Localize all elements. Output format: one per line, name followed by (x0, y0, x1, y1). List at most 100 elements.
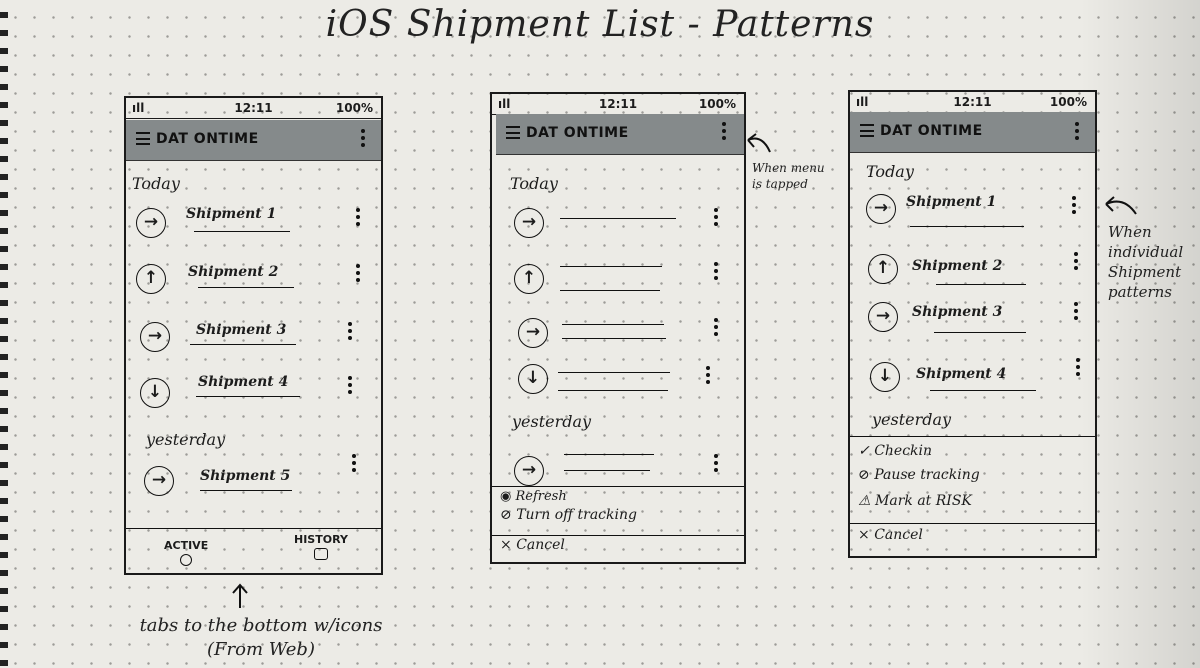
shipment-row[interactable]: → Shipment 3 (850, 296, 1095, 352)
row-menu-icon[interactable] (1074, 302, 1078, 323)
phone-sketch-tabs: ıll 12:11 100% DAT ONTIME Today → Shipme… (124, 96, 383, 575)
placeholder-row[interactable]: ↑ (492, 258, 744, 314)
refresh-icon: ◉ (500, 489, 516, 504)
notebook-binding (0, 0, 8, 668)
overflow-menu-icon[interactable] (722, 122, 726, 143)
menu-item-refresh[interactable]: ◉ Refresh (500, 489, 567, 504)
divider (492, 535, 744, 536)
shipment-row[interactable]: → Shipment 5 (126, 454, 381, 510)
turn-off-label: Turn off tracking (516, 507, 637, 523)
row-menu-icon[interactable] (356, 208, 360, 229)
menu-item-cancel[interactable]: × Cancel (500, 537, 565, 553)
menu-item-checkin[interactable]: ✓ Checkin (858, 443, 932, 459)
row-menu-icon[interactable] (714, 262, 718, 283)
shipment-label: Shipment 3 (196, 322, 287, 338)
underline (934, 332, 1026, 333)
row-menu-icon[interactable] (714, 208, 718, 229)
row-menu-icon[interactable] (714, 318, 718, 339)
shipment-row[interactable]: ↑ Shipment 2 (126, 256, 381, 312)
underline (190, 344, 296, 345)
active-tab-icon (180, 554, 193, 566)
placeholder-row[interactable]: → (492, 204, 744, 260)
section-today: Today (132, 174, 180, 193)
app-name: DAT ONTIME (880, 123, 983, 139)
hamburger-menu-icon[interactable] (136, 132, 150, 145)
section-yesterday: yesterday (872, 410, 952, 429)
placeholder-line (564, 470, 650, 471)
signal-indicator: ıll (498, 97, 511, 111)
arrow-right-icon: → (518, 318, 548, 348)
row-menu-icon[interactable] (348, 322, 352, 343)
shipment-row[interactable]: → Shipment 1 (850, 188, 1095, 244)
row-menu-icon[interactable] (1074, 252, 1078, 273)
clock: 12:11 (234, 101, 273, 115)
arrow-right-icon: → (868, 302, 898, 332)
shipment-row[interactable]: ↓ Shipment 4 (850, 354, 1095, 410)
shipment-row[interactable]: ↓ Shipment 4 (126, 368, 381, 424)
row-menu-icon[interactable] (348, 376, 352, 397)
menu-item-turn-off-tracking[interactable]: ⊘ Turn off tracking (500, 507, 637, 523)
row-menu-icon[interactable] (1076, 358, 1080, 379)
app-header: DAT ONTIME (496, 114, 744, 155)
bottom-tab-bar: ACTIVE HISTORY (126, 528, 381, 569)
shipment-row[interactable]: → Shipment 1 (126, 198, 381, 254)
row-menu-icon[interactable] (356, 264, 360, 285)
placeholder-row[interactable]: → (492, 316, 744, 372)
section-today: Today (510, 174, 558, 193)
shipment-label: Shipment 1 (906, 194, 997, 210)
refresh-label: Refresh (515, 489, 567, 504)
menu-item-mark-at-risk[interactable]: ⚠ Mark at RISK (858, 493, 972, 509)
tabs-note: tabs to the bottom w/icons (From Web) (139, 615, 383, 660)
row-menu-icon[interactable] (352, 454, 356, 475)
tab-active-label: ACTIVE (164, 539, 209, 552)
checkin-label: Checkin (874, 443, 933, 459)
placeholder-line (558, 390, 668, 391)
shipment-row[interactable]: → Shipment 3 (126, 314, 381, 370)
overflow-menu-icon[interactable] (361, 129, 365, 150)
action-sheet: ✓ Checkin ⊘ Pause tracking ⚠ Mark at RIS… (850, 436, 1095, 556)
menu-item-pause-tracking[interactable]: ⊘ Pause tracking (858, 467, 980, 483)
placeholder-row[interactable]: ↓ (492, 364, 744, 420)
shipment-label: Shipment 2 (188, 264, 279, 280)
phone-sketch-row-menu: ıll 12:11 100% DAT ONTIME Today → Shipme… (848, 90, 1097, 558)
underline (198, 287, 294, 288)
pause-icon: ⊘ (858, 467, 875, 483)
annotation-arrow-left (747, 133, 771, 153)
row-menu-icon[interactable] (706, 366, 710, 387)
cancel-label: Cancel (874, 527, 923, 543)
placeholder-row[interactable]: → (492, 450, 744, 506)
underline (930, 390, 1036, 391)
hamburger-menu-icon[interactable] (860, 124, 874, 137)
clock: 12:11 (598, 97, 638, 111)
shipment-label: Shipment 5 (200, 468, 291, 484)
phone-sketch-menu: ıll 12:11 100% DAT ONTIME Today → ↑ → ↓ … (490, 92, 746, 564)
app-name: DAT ONTIME (526, 125, 629, 141)
risk-label: Mark at RISK (875, 493, 972, 509)
tracking-off-icon: ⊘ (500, 507, 517, 523)
row-menu-icon[interactable] (714, 454, 718, 475)
battery-level: 100% (698, 97, 736, 111)
battery-level: 100% (335, 101, 373, 115)
close-icon: × (500, 537, 517, 553)
check-icon: ✓ (858, 443, 875, 459)
shipment-label: Shipment 3 (912, 304, 1003, 320)
underline (936, 284, 1026, 285)
close-icon: × (858, 527, 875, 543)
overflow-menu-icon[interactable] (1075, 122, 1079, 143)
tab-history[interactable]: HISTORY (294, 533, 348, 560)
shipment-label: Shipment 2 (912, 258, 1003, 274)
arrow-up-icon: ↑ (514, 264, 544, 294)
pause-label: Pause tracking (874, 467, 980, 483)
cancel-label: Cancel (516, 537, 565, 553)
menu-item-cancel[interactable]: × Cancel (858, 527, 923, 543)
tab-active[interactable]: ACTIVE (164, 539, 208, 566)
hamburger-menu-icon[interactable] (506, 126, 520, 139)
status-bar: ıll 12:11 100% (492, 94, 744, 115)
row-menu-icon[interactable] (1072, 196, 1076, 217)
arrow-right-icon: → (140, 322, 170, 352)
page-shadow (1080, 0, 1200, 668)
placeholder-line (560, 218, 676, 219)
shipment-row[interactable]: ↑ Shipment 2 (850, 248, 1095, 304)
shipment-label: Shipment 4 (916, 366, 1007, 382)
